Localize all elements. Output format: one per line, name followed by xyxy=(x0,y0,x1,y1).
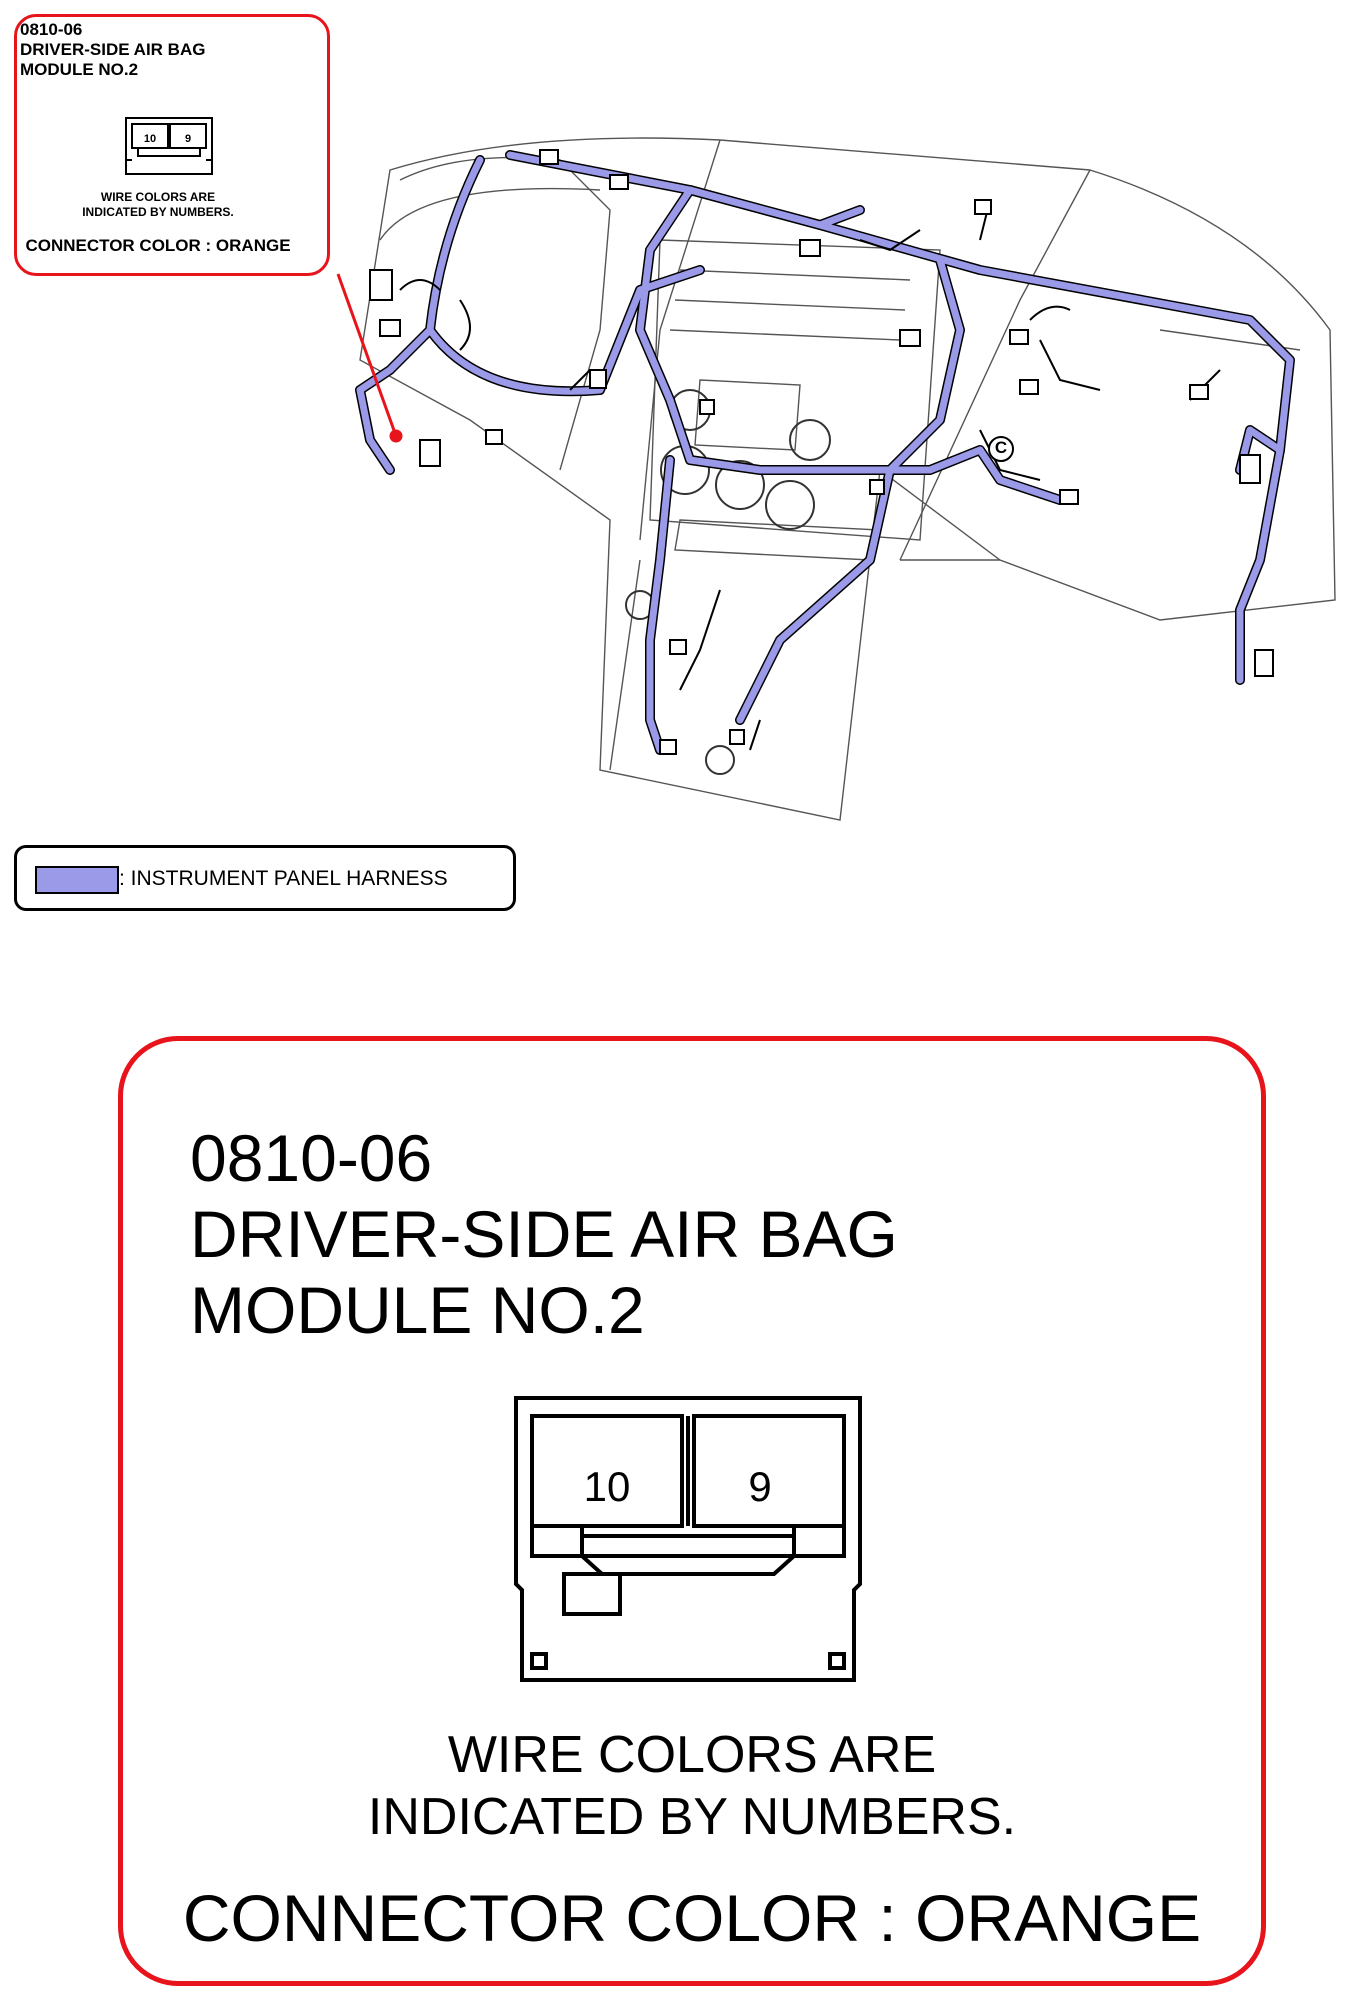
callout-large-pin-9: 9 xyxy=(748,1463,772,1510)
dashboard-outline xyxy=(359,137,1336,821)
callout-small-code: 0810-06 xyxy=(20,20,83,39)
callout-large-pin-10: 10 xyxy=(583,1463,631,1510)
legend-swatch xyxy=(35,866,119,894)
callout-large-title: 0810-06 DRIVER-SIDE AIR BAG MODULE NO.2 xyxy=(190,1120,898,1348)
locator-mark-label: C xyxy=(994,438,1008,457)
connector-face-large-icon xyxy=(514,1396,862,1682)
callout-small-name-line2: MODULE NO.2 xyxy=(20,60,139,79)
callout-large-code: 0810-06 xyxy=(190,1121,433,1195)
callout-small-name-line1: DRIVER-SIDE AIR BAG xyxy=(20,40,206,59)
highlighted-connector xyxy=(336,273,403,443)
connector-callout-small xyxy=(14,14,330,276)
callout-large-name-line2: MODULE NO.2 xyxy=(190,1273,645,1347)
callout-large-connector-color: CONNECTOR COLOR : ORANGE xyxy=(182,1881,1202,1955)
callout-large-name-line1: DRIVER-SIDE AIR BAG xyxy=(190,1197,898,1271)
callout-small-title: 0810-06 DRIVER-SIDE AIR BAG MODULE NO.2 xyxy=(20,20,205,80)
instrument-panel-harness-fill xyxy=(356,151,1294,754)
harness-connectors xyxy=(369,149,1274,755)
callout-small-wire-note: WIRE COLORS ARE INDICATED BY NUMBERS. xyxy=(82,190,234,219)
locator-mark-circle xyxy=(988,436,1014,462)
callout-small-pin-10: 10 xyxy=(143,133,157,145)
callout-large-wire-note: WIRE COLORS ARE INDICATED BY NUMBERS. xyxy=(367,1726,1017,1846)
callout-small-pin-9: 9 xyxy=(184,133,192,145)
connector-face-small-icon xyxy=(125,117,213,175)
callout-small-connector-color: CONNECTOR COLOR : ORANGE xyxy=(25,236,291,255)
harness-legend: : INSTRUMENT PANEL HARNESS xyxy=(14,845,516,911)
callout-leader-line xyxy=(336,273,398,437)
legend-label: : INSTRUMENT PANEL HARNESS xyxy=(119,867,448,890)
